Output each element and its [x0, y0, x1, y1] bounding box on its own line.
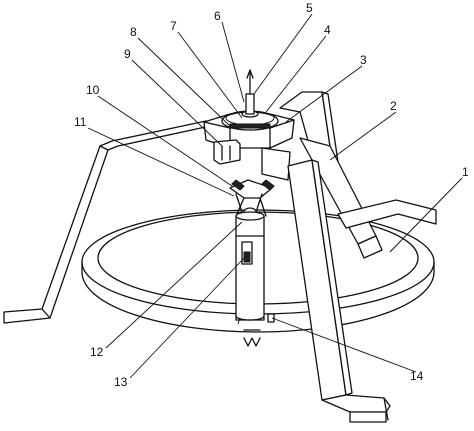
callout-11: 11 — [74, 115, 87, 129]
callout-4: 4 — [324, 23, 331, 37]
callout-10: 10 — [86, 83, 100, 97]
callout-9: 9 — [124, 47, 131, 61]
callout-13: 13 — [114, 375, 128, 389]
callout-8: 8 — [130, 25, 137, 39]
main-cylinder — [235, 211, 265, 347]
gear-assembly — [221, 69, 279, 131]
leader-lines — [87, 13, 463, 379]
callout-7: 7 — [170, 19, 177, 33]
front-leg — [261, 147, 391, 423]
side-motor — [213, 139, 241, 165]
callout-14: 14 — [410, 369, 424, 383]
callout-2: 2 — [390, 99, 397, 113]
callout-1: 1 — [462, 165, 469, 179]
callout-5: 5 — [306, 1, 313, 15]
bolt — [267, 313, 275, 323]
callout-12: 12 — [90, 345, 104, 359]
callout-6: 6 — [214, 9, 221, 23]
left-leg — [3, 120, 211, 324]
callout-labels: 1 2 3 4 5 6 7 8 9 10 11 12 13 14 — [74, 1, 469, 389]
claw-mechanism — [229, 179, 275, 217]
callout-3: 3 — [360, 53, 367, 67]
